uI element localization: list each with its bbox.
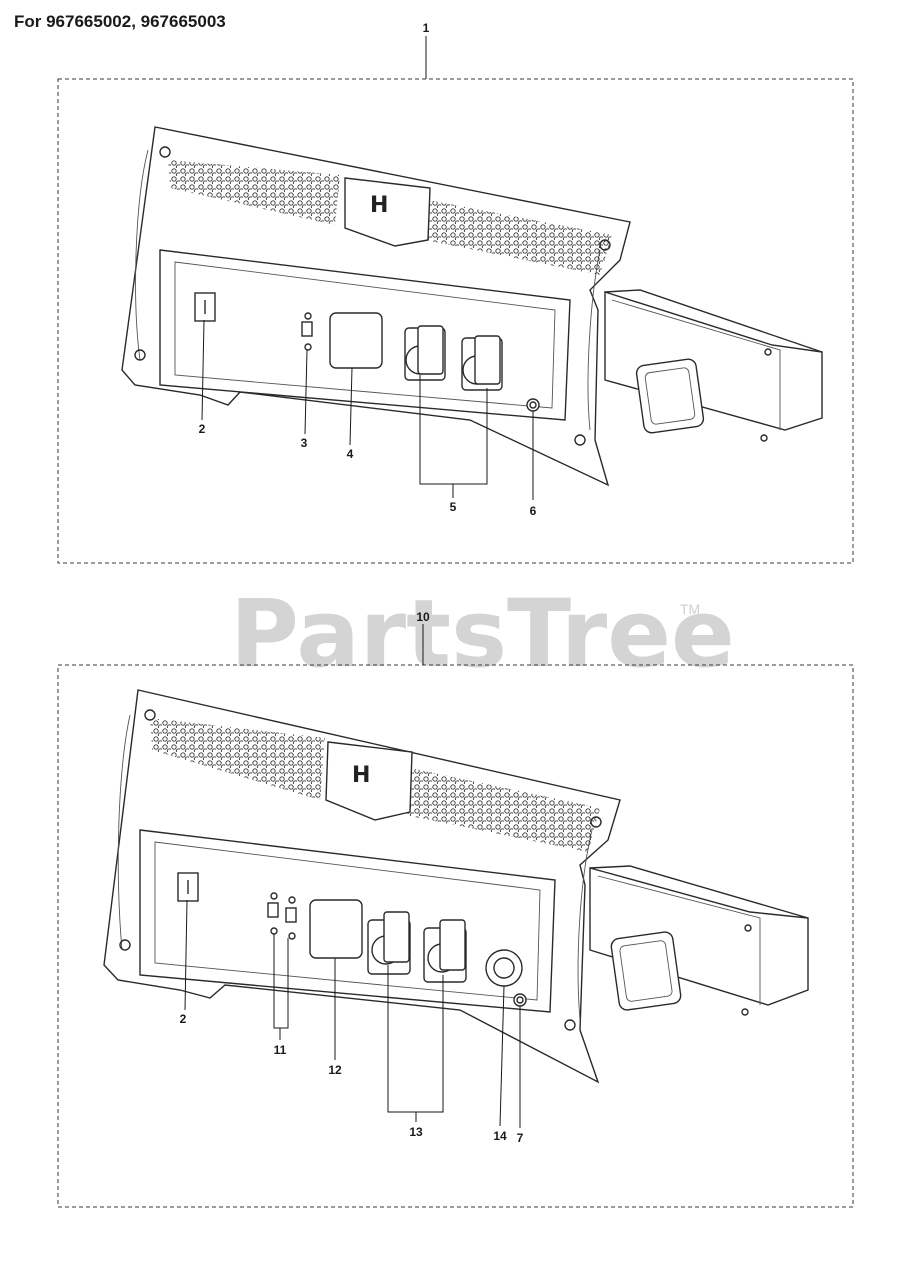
callout-1: 1 bbox=[423, 21, 430, 35]
control-panel-10: H bbox=[103, 689, 621, 1084]
side-box-10 bbox=[589, 865, 809, 1016]
watermark-tm: TM bbox=[680, 601, 700, 617]
callout-12: 12 bbox=[328, 1063, 342, 1077]
twist-lock-outlet-14 bbox=[485, 949, 523, 987]
callout-6: 6 bbox=[530, 504, 537, 518]
callout-14: 14 bbox=[493, 1129, 507, 1143]
callout-2-top: 2 bbox=[199, 422, 206, 436]
callout-10: 10 bbox=[416, 610, 430, 624]
control-panel-1: H bbox=[121, 126, 631, 487]
brand-logo-1: H bbox=[370, 193, 388, 218]
breaker-3 bbox=[301, 321, 313, 337]
callout-7: 7 bbox=[517, 1131, 524, 1145]
callout-13: 13 bbox=[409, 1125, 423, 1139]
terminal-7 bbox=[513, 993, 527, 1007]
callout-3: 3 bbox=[301, 436, 308, 450]
assembly-1-boundary bbox=[57, 78, 854, 564]
watermark: PartsTree bbox=[230, 580, 735, 689]
assembly-1: H 1 2 3 4 5 6 bbox=[57, 21, 854, 564]
callout-5: 5 bbox=[450, 500, 457, 514]
brand-logo-10: H bbox=[352, 763, 370, 788]
callout-2-bottom: 2 bbox=[180, 1012, 187, 1026]
meter-cover-12 bbox=[309, 899, 363, 959]
assembly-10: H bbox=[57, 610, 854, 1208]
breaker-11b bbox=[285, 907, 297, 923]
assembly-10-boundary bbox=[57, 664, 854, 1208]
page-heading: For 967665002, 967665003 bbox=[14, 12, 226, 31]
callout-11: 11 bbox=[274, 1043, 287, 1057]
side-box-1 bbox=[604, 289, 823, 442]
callout-4: 4 bbox=[347, 447, 354, 461]
breaker-11a bbox=[267, 902, 279, 918]
meter-cover-4 bbox=[329, 312, 383, 369]
terminal-6 bbox=[526, 398, 540, 412]
